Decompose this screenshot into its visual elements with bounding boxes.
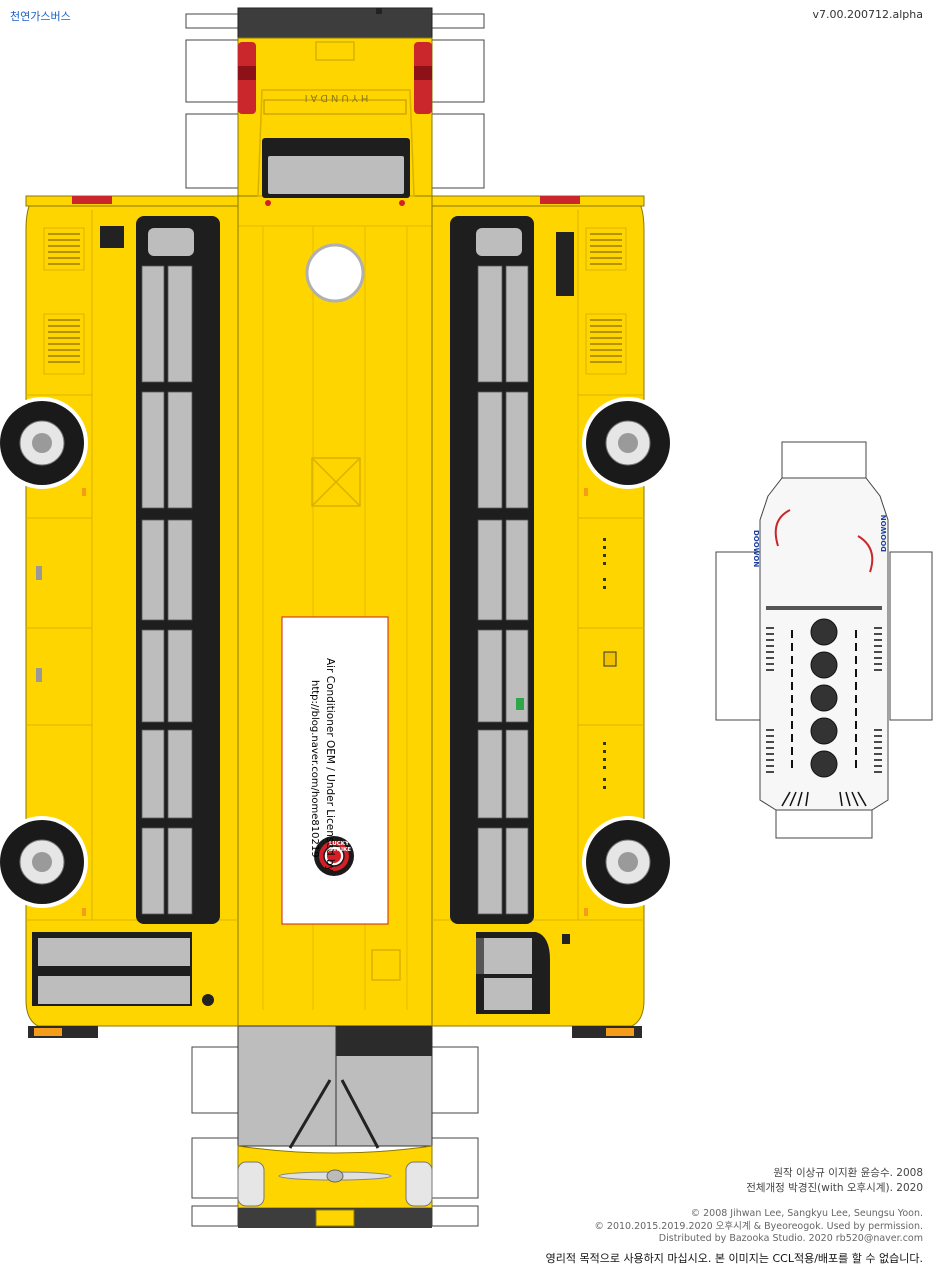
- glue-flaps: [185, 13, 485, 1227]
- ac-brand-right: DOOWON: [880, 514, 888, 552]
- lucky-strike-badge-text: LUCKY STRIKE: [329, 841, 351, 853]
- ac-brand-left: DOOWON: [752, 530, 760, 568]
- credits-block: 원작 이상규 이지환 윤승수. 2008 전체개정 박경진(with 오후시계)…: [746, 1166, 923, 1196]
- roof-ad-line1: Air Conditioner OEM / Under Licensed by: [324, 658, 336, 872]
- bus-rear-face: [237, 7, 433, 206]
- roof-ad-line2: http://blog.naver.com/home810219: [309, 680, 320, 858]
- copyright-block: © 2008 Jihwan Lee, Sangkyu Lee, Seungsu …: [594, 1208, 923, 1246]
- bus-left-side: [0, 195, 239, 1038]
- bus-right-side: [431, 195, 674, 1038]
- copyright-line: © 2010.2015.2019.2020 오후시계 & Byeoreogok.…: [594, 1220, 923, 1232]
- credit-revision-value: 박경진(with 오후시계). 2020: [788, 1182, 923, 1194]
- air-conditioner-part: [715, 441, 933, 839]
- copyright-line: Distributed by Bazooka Studio. 2020 rb52…: [658, 1233, 923, 1244]
- bus-roof: [237, 195, 433, 1027]
- rear-brand-badge: HYUNDAI: [301, 92, 369, 103]
- bus-front-face: [237, 1025, 433, 1228]
- lucky-strike-logo: [314, 836, 354, 876]
- credit-original: 원작 이상규 이지환 윤승수. 2008: [746, 1166, 923, 1181]
- credit-revision-label: 전체개정: [746, 1182, 785, 1194]
- usage-warning: 영리적 목적으로 사용하지 마십시오. 본 이미지는 CCL적용/배포를 할 수…: [545, 1252, 923, 1265]
- credit-original-label: 원작: [773, 1167, 793, 1179]
- copyright-line: © 2008 Jihwan Lee, Sangkyu Lee, Seungsu …: [690, 1208, 923, 1219]
- version-label: v7.00.200712.alpha: [812, 8, 923, 21]
- page-title: 천연가스버스: [10, 10, 71, 23]
- credit-original-value: 이상규 이지환 윤승수. 2008: [795, 1167, 923, 1179]
- credit-revision: 전체개정 박경진(with 오후시계). 2020: [746, 1181, 923, 1196]
